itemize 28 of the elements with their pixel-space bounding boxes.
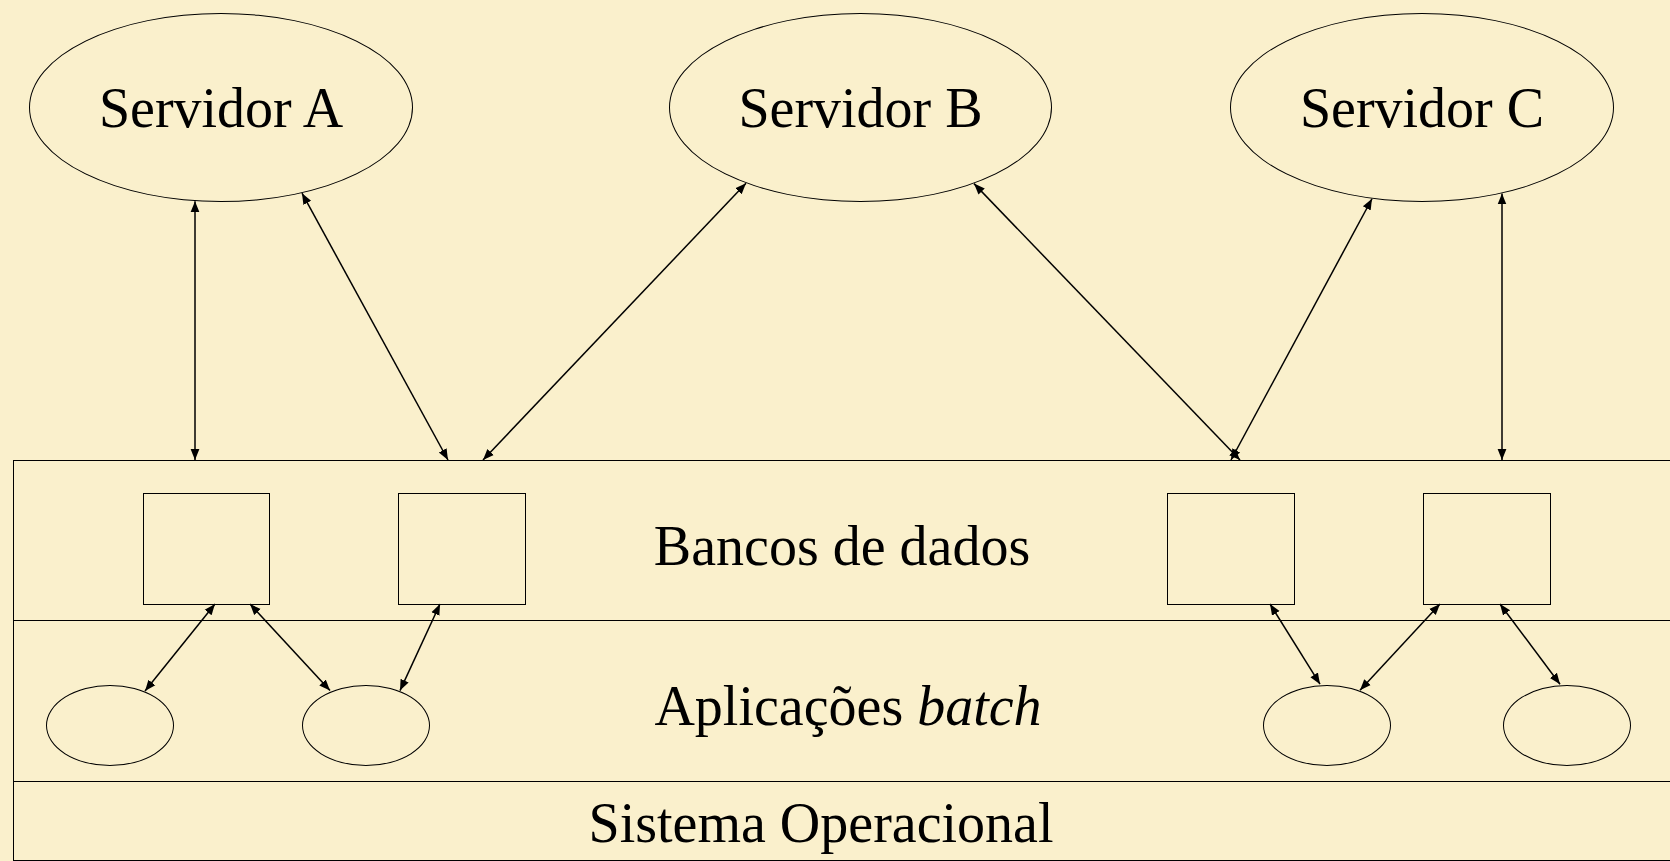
application-ellipse — [46, 685, 174, 766]
double-arrow — [249, 603, 331, 692]
double-arrow — [973, 182, 1241, 461]
double-arrow — [190, 200, 200, 461]
server-ellipse — [1230, 13, 1614, 202]
double-arrow — [482, 182, 747, 461]
double-arrow — [399, 603, 441, 692]
server-label: Servidor B — [738, 79, 983, 136]
database-box — [1423, 493, 1551, 605]
double-arrow — [1359, 603, 1441, 691]
double-arrow — [1497, 192, 1507, 461]
server-ellipse — [29, 13, 413, 202]
server-label: Servidor A — [98, 79, 344, 136]
database-box — [143, 493, 270, 605]
double-arrow — [1499, 603, 1561, 685]
double-arrow — [1269, 603, 1321, 685]
double-arrow — [144, 603, 216, 692]
layer-label: Bancos de dados — [653, 518, 1031, 574]
application-ellipse — [1503, 685, 1631, 766]
server-label: Servidor C — [1299, 79, 1545, 136]
database-box — [398, 493, 526, 605]
double-arrow — [1230, 198, 1373, 461]
double-arrow — [301, 192, 449, 461]
application-ellipse — [302, 685, 430, 766]
application-ellipse — [1263, 685, 1391, 766]
server-ellipse — [669, 13, 1052, 202]
system-container-box — [13, 460, 1670, 861]
database-box — [1167, 493, 1295, 605]
